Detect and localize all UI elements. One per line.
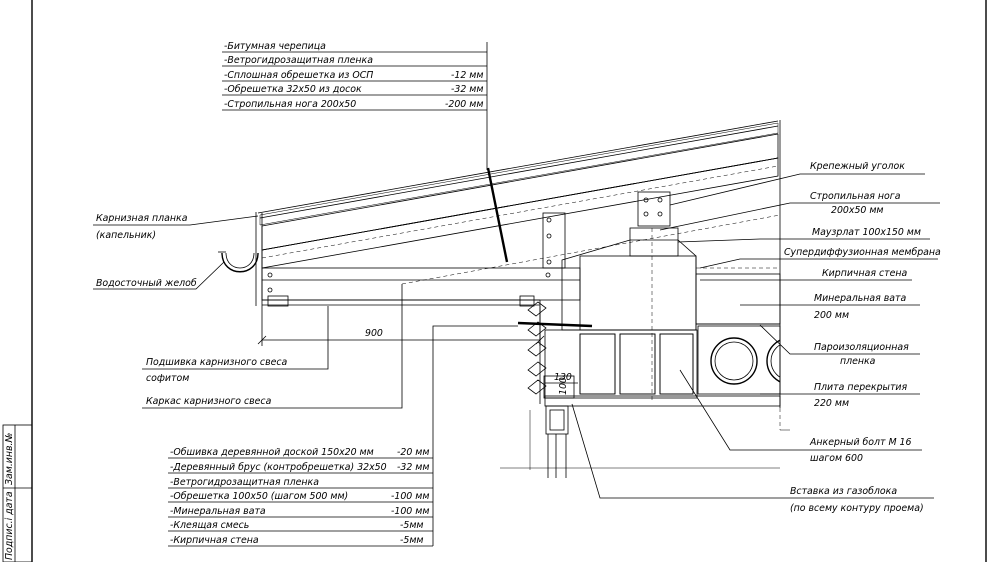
- roof-layer-5-name: -Стропильная нога 200х50: [224, 99, 356, 110]
- eaves-plank-label: Карнизная планка: [96, 213, 188, 224]
- soffit-label: Подшивка карнизного свеса: [146, 357, 288, 368]
- gutter-label: Водосточный желоб: [96, 278, 197, 289]
- inventory-number-label: Зам.инв.№: [4, 432, 15, 485]
- gas-block-insert-sublabel: (по всему контуру проема): [790, 503, 924, 514]
- auxiliary-lines: [401, 214, 790, 469]
- wall-callout: -Обшивка деревянной доской 150х20 мм -20…: [168, 325, 518, 547]
- wall-cladding: [517, 300, 593, 478]
- roof-callout-marker: [486, 167, 509, 263]
- right-labels: Крепежный уголок Стропильная нога 200х50…: [571, 161, 941, 514]
- small-dimensions: 130 100: [545, 372, 578, 395]
- wall-layer-1-name: -Обшивка деревянной доской 150х20 мм: [170, 447, 374, 458]
- eaves-frame: [261, 267, 581, 307]
- roof-layer-3-value: -12 мм: [451, 70, 483, 81]
- signature-date-label: Подпис.і дата: [4, 491, 15, 560]
- slab-sublabel: 220 мм: [814, 398, 849, 409]
- floor-slab: [544, 120, 781, 430]
- left-labels: Карнизная планка (капельник) Водосточный…: [93, 213, 403, 409]
- roof-layer-5-value: -200 мм: [445, 99, 483, 110]
- wall-layer-4-name: -Обрешетка 100х50 (шагом 500 мм): [170, 491, 348, 502]
- wall-layer-3-name: -Ветрогидрозащитная пленка: [170, 477, 319, 488]
- mauerlat-label: Маузрлат 100х150 мм: [812, 227, 921, 238]
- fixing-brackets: [542, 191, 671, 269]
- wall-layer-1-value: -20 мм: [397, 447, 429, 458]
- overhang-dimension-value: 900: [365, 328, 383, 339]
- overhang-dimension: 900: [257, 306, 545, 346]
- mauerlat-beam: [629, 227, 679, 257]
- rafter-label: Стропильная нога: [810, 191, 901, 202]
- eaves-frame-label: Каркас карнизного свеса: [146, 396, 272, 407]
- eaves-plank-sublabel: (капельник): [96, 230, 156, 241]
- wall-layer-6-value: -5мм: [400, 520, 424, 531]
- wall-layer-4-value: -100 мм: [391, 491, 429, 502]
- wall-layer-5-value: -100 мм: [391, 506, 429, 517]
- soffit-sublabel: софитом: [146, 373, 189, 384]
- title-block-strip: Зам.инв.№ Подпис.і дата: [2, 424, 33, 562]
- gas-block-insert-label: Вставка из газоблока: [790, 486, 897, 497]
- wool-sublabel: 200 мм: [814, 310, 849, 321]
- anchor-bolt-sublabel: шагом 600: [810, 453, 863, 464]
- roof-layer-4-value: -32 мм: [451, 84, 483, 95]
- dimension-130: 130: [554, 372, 572, 383]
- dimension-100: 100: [558, 377, 569, 395]
- brick-wall-label: Кирпичная стена: [822, 268, 907, 279]
- wall-layer-2-value: -32 мм: [397, 462, 429, 473]
- wall-layer-7-name: -Кирпичная стена: [170, 535, 259, 546]
- roof-layer-1-name: -Битумная черепица: [224, 41, 326, 52]
- gutter-shape: [218, 251, 259, 273]
- wool-label: Минеральная вата: [814, 293, 907, 304]
- wall-layer-6-name: -Клеящая смесь: [170, 520, 249, 531]
- vapor-barrier-sublabel: пленка: [840, 356, 876, 367]
- wall-layer-2-name: -Деревянный брус (контробрешетка) 32х50: [170, 462, 387, 473]
- wall-layer-7-value: -5мм: [400, 535, 424, 546]
- membrane-label: Супердиффузионная мембрана: [784, 247, 941, 258]
- mineral-wool-layer: [695, 267, 781, 325]
- bracket-label: Крепежный уголок: [810, 161, 905, 172]
- roof-layer-3-name: -Сплошная обрешетка из ОСП: [224, 70, 373, 81]
- roof-build-up: [255, 120, 779, 306]
- slab-label: Плита перекрытия: [814, 382, 908, 393]
- vapor-barrier-label: Пароизоляционная: [814, 342, 909, 353]
- rafter-sublabel: 200х50 мм: [831, 205, 884, 216]
- wall-layer-5-name: -Минеральная вата: [170, 506, 266, 517]
- roof-callout: -Битумная черепица -Ветрогидрозащитная п…: [222, 41, 488, 170]
- roof-layer-4-name: -Обрешетка 32х50 из досок: [224, 84, 362, 95]
- anchor-bolt-label: Анкерный болт М 16: [809, 437, 912, 448]
- roof-layer-2-name: -Ветрогидрозащитная пленка: [224, 55, 373, 66]
